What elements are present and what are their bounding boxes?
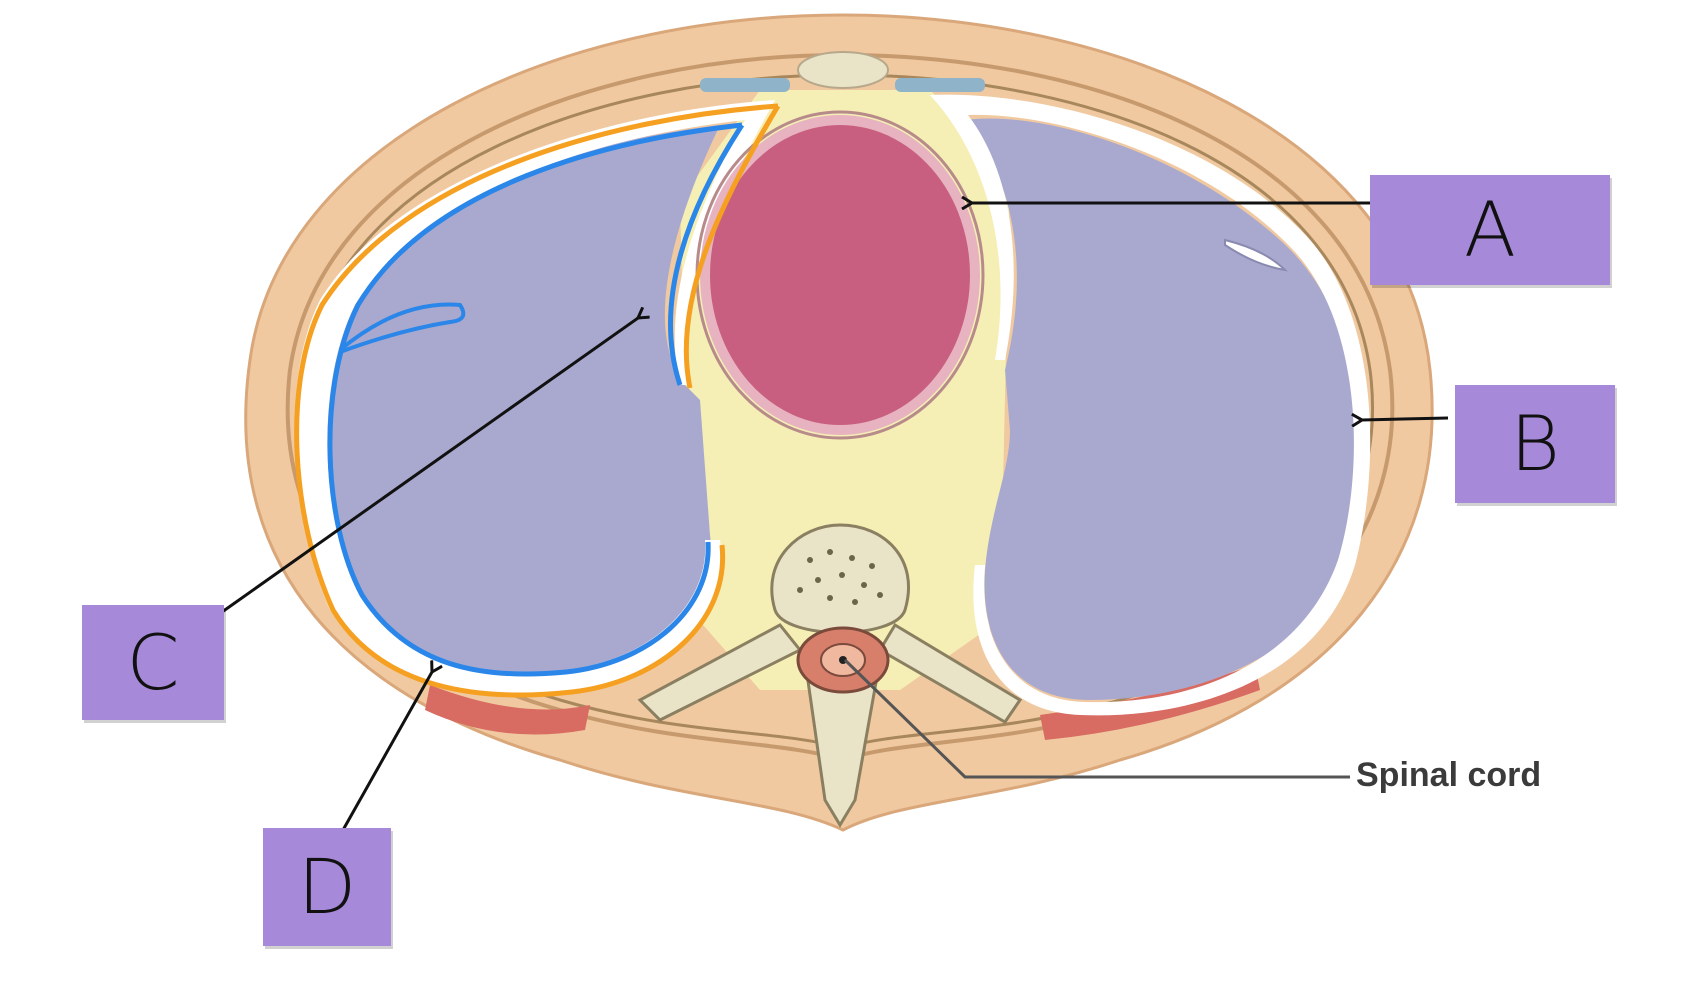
label-a-text: A	[1464, 185, 1516, 274]
parietal-pleura-outline	[294, 103, 779, 698]
costal-cartilage-left	[700, 78, 790, 92]
vertebra-texture	[797, 549, 883, 605]
label-b-box: B	[1455, 385, 1615, 503]
transverse-process-right	[877, 622, 1023, 724]
heart	[700, 115, 980, 435]
label-b-text: B	[1510, 399, 1560, 488]
parietal-pleura-inner	[683, 104, 781, 389]
label-d-box: D	[263, 828, 391, 946]
sternum	[797, 51, 889, 89]
arrow-b	[1362, 418, 1449, 420]
arrow-d	[341, 672, 432, 831]
right-lung-fissure	[1224, 238, 1288, 272]
label-d-text: D	[297, 842, 357, 931]
visceral-pleura-inner	[668, 123, 745, 386]
pleural-space-left	[294, 100, 775, 694]
pleural-space-right	[930, 94, 1371, 716]
label-c-text: C	[126, 617, 180, 707]
label-c-box: C	[82, 605, 224, 720]
spinal-cord-leader	[843, 658, 1350, 779]
costal-cartilage-right	[895, 78, 985, 92]
arrow-c	[221, 318, 638, 614]
visceral-pleura-outline	[327, 122, 743, 677]
transverse-process-left	[637, 623, 803, 722]
spinal-cord-label: Spinal cord	[1356, 756, 1542, 794]
label-a-box: A	[1370, 175, 1610, 285]
muscle-left	[425, 685, 590, 735]
horizontal-fissure-outline	[338, 302, 466, 354]
